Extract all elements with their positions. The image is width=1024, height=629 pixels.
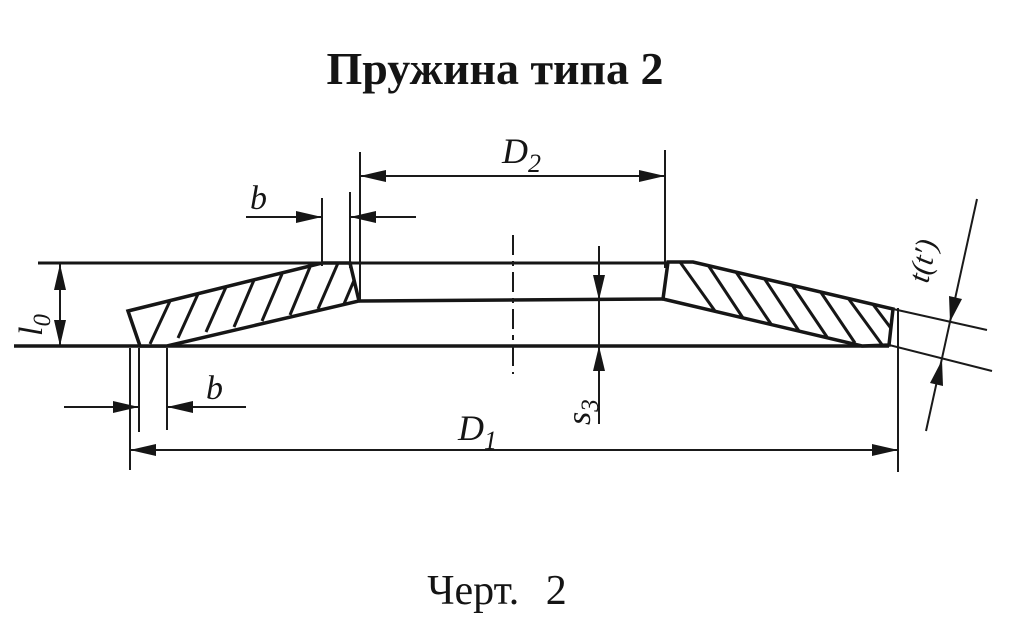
dim-label-t: t(t′) [903,236,944,285]
dimension-l0: l0 [13,264,66,346]
dimension-b-bottom: b [64,348,246,432]
arrowhead-down [949,296,962,322]
spring-body [14,235,895,374]
hatch-line [232,279,256,328]
hatch-line [870,302,893,346]
dimension-d1: D1 [129,308,899,472]
arrowhead-right [296,211,322,223]
t-extension-upper [892,308,988,331]
dim-label-d2: D2 [501,131,541,178]
arrowhead-down [54,320,66,346]
figure-caption: Черт. 2 [427,568,567,614]
hatch-line [260,273,284,322]
hatch-line [762,277,801,332]
arrowhead-right [113,401,139,413]
inner-edge-line [358,297,664,303]
dimension-t: t(t′) [888,198,993,432]
arrowhead-right [639,170,665,182]
dim-label-s3: s3 [561,399,604,425]
arrowhead-left [350,211,376,223]
hatch-line [316,263,340,310]
hatch-line [818,290,857,344]
dim-label-l0: l0 [13,314,56,336]
hatch-line [706,264,745,319]
right-cross-section [661,260,895,348]
right-hatching [678,262,893,346]
dim-label-b-bottom: b [206,370,223,407]
arrowhead-right [872,444,898,456]
arrowhead-left [130,444,156,456]
arrowhead-up [593,346,605,371]
hatch-line [678,262,717,312]
hatch-line [176,293,200,339]
hatch-line [288,266,312,316]
hatch-line [148,300,172,345]
dimension-d2: D2 [359,131,666,300]
hatch-line [846,297,885,346]
t-extension-lower [888,344,993,372]
dimension-s3: s3 [561,246,605,425]
hatch-line [790,284,829,338]
dim-label-d1: D1 [457,408,497,455]
arrowhead-up [54,264,66,290]
hatch-line [734,271,773,325]
arrowhead-down [593,275,605,300]
dimension-b-top: b [246,180,416,268]
arrowhead-up [930,360,943,386]
left-hatching [148,263,359,345]
dim-label-b-top: b [250,180,267,217]
arrowhead-left [167,401,193,413]
arrowhead-left [360,170,386,182]
figure-title: Пружина типа 2 [326,43,664,94]
hatch-line [204,286,228,333]
